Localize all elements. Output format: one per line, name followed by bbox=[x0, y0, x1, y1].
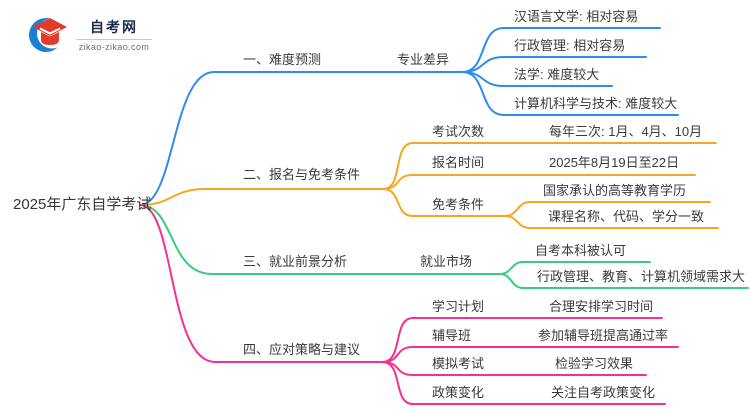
leaf-registration-dates: 2025年8月19日至22日 bbox=[549, 155, 680, 170]
node-registration-time-line bbox=[382, 174, 696, 190]
node-tutoring-class: 辅导班 bbox=[432, 328, 472, 343]
leaf-law: 法学: 难度较大 bbox=[514, 67, 600, 82]
leaf-demand-fields: 行政管理、教育、计算机领域需求大 bbox=[537, 269, 746, 284]
leaf-course-match: 课程名称、代码、学分一致 bbox=[548, 209, 705, 224]
leaf-recognized-degree: 国家承认的高等教育学历 bbox=[543, 183, 687, 198]
branch-difficulty-main-line bbox=[139, 71, 463, 206]
leaf-check-study-effect: 检验学习效果 bbox=[555, 356, 634, 371]
leaf-course-match-line bbox=[504, 215, 719, 229]
branch-employment-label: 三、就业前景分析 bbox=[243, 254, 348, 269]
node-registration-time: 报名时间 bbox=[432, 155, 485, 170]
branch-employment-main-line bbox=[139, 204, 501, 275]
leaf-tutoring-pass-rate: 参加辅导班提高通过率 bbox=[538, 328, 669, 343]
leaf-demand-fields-line bbox=[499, 273, 749, 289]
node-exam-times-line bbox=[382, 142, 717, 190]
branch-employment-links bbox=[139, 204, 749, 289]
leaf-chinese-literature: 汉语言文学: 相对容易 bbox=[514, 9, 639, 24]
branch-registration-main-line bbox=[139, 188, 384, 206]
site-logo: 自考网 zikao-zikao.com bbox=[27, 12, 152, 56]
leaf-bachelor-recognized: 自考本科被认可 bbox=[535, 243, 627, 258]
leaf-computer-science: 计算机科学与技术: 难度较大 bbox=[514, 96, 678, 111]
branch-registration-links bbox=[139, 142, 719, 229]
node-exemption-line bbox=[382, 188, 506, 217]
node-study-plan-line bbox=[381, 317, 663, 363]
leaf-computer-science-line bbox=[461, 71, 679, 116]
branch-strategy-main-line bbox=[139, 204, 383, 363]
branch-strategy-label: 四、应对策略与建议 bbox=[243, 342, 361, 357]
node-policy-change: 政策变化 bbox=[432, 385, 485, 400]
branch-registration-label: 二、报名与免考条件 bbox=[243, 167, 361, 182]
site-logo-text: 自考网 zikao-zikao.com bbox=[76, 17, 152, 52]
site-url: zikao-zikao.com bbox=[78, 41, 150, 52]
leaf-chinese-literature-line bbox=[461, 27, 661, 73]
node-mock-exam: 模拟考试 bbox=[432, 356, 485, 371]
node-job-market: 就业市场 bbox=[420, 254, 473, 269]
branch-difficulty-links bbox=[139, 27, 679, 206]
node-policy-change-line bbox=[381, 361, 666, 405]
node-tutoring-class-line bbox=[381, 346, 679, 363]
leaf-three-times-per-year: 每年三次: 1月、4月、10月 bbox=[549, 124, 703, 139]
graduation-cap-icon bbox=[29, 18, 67, 52]
branch-difficulty-label: 一、难度预测 bbox=[243, 52, 322, 67]
site-name: 自考网 bbox=[76, 17, 152, 40]
root-node: 2025年广东自学考试 bbox=[13, 196, 152, 213]
leaf-watch-policy-change: 关注自考政策变化 bbox=[551, 385, 656, 400]
leaf-public-admin: 行政管理: 相对容易 bbox=[514, 38, 626, 53]
node-exemption: 免考条件 bbox=[432, 197, 485, 212]
node-major-difference: 专业差异 bbox=[397, 52, 450, 67]
leaf-arrange-study-time: 合理安排学习时间 bbox=[549, 299, 654, 314]
node-exam-times: 考试次数 bbox=[432, 124, 485, 139]
node-study-plan: 学习计划 bbox=[432, 299, 485, 314]
branch-strategy-links bbox=[139, 204, 679, 405]
